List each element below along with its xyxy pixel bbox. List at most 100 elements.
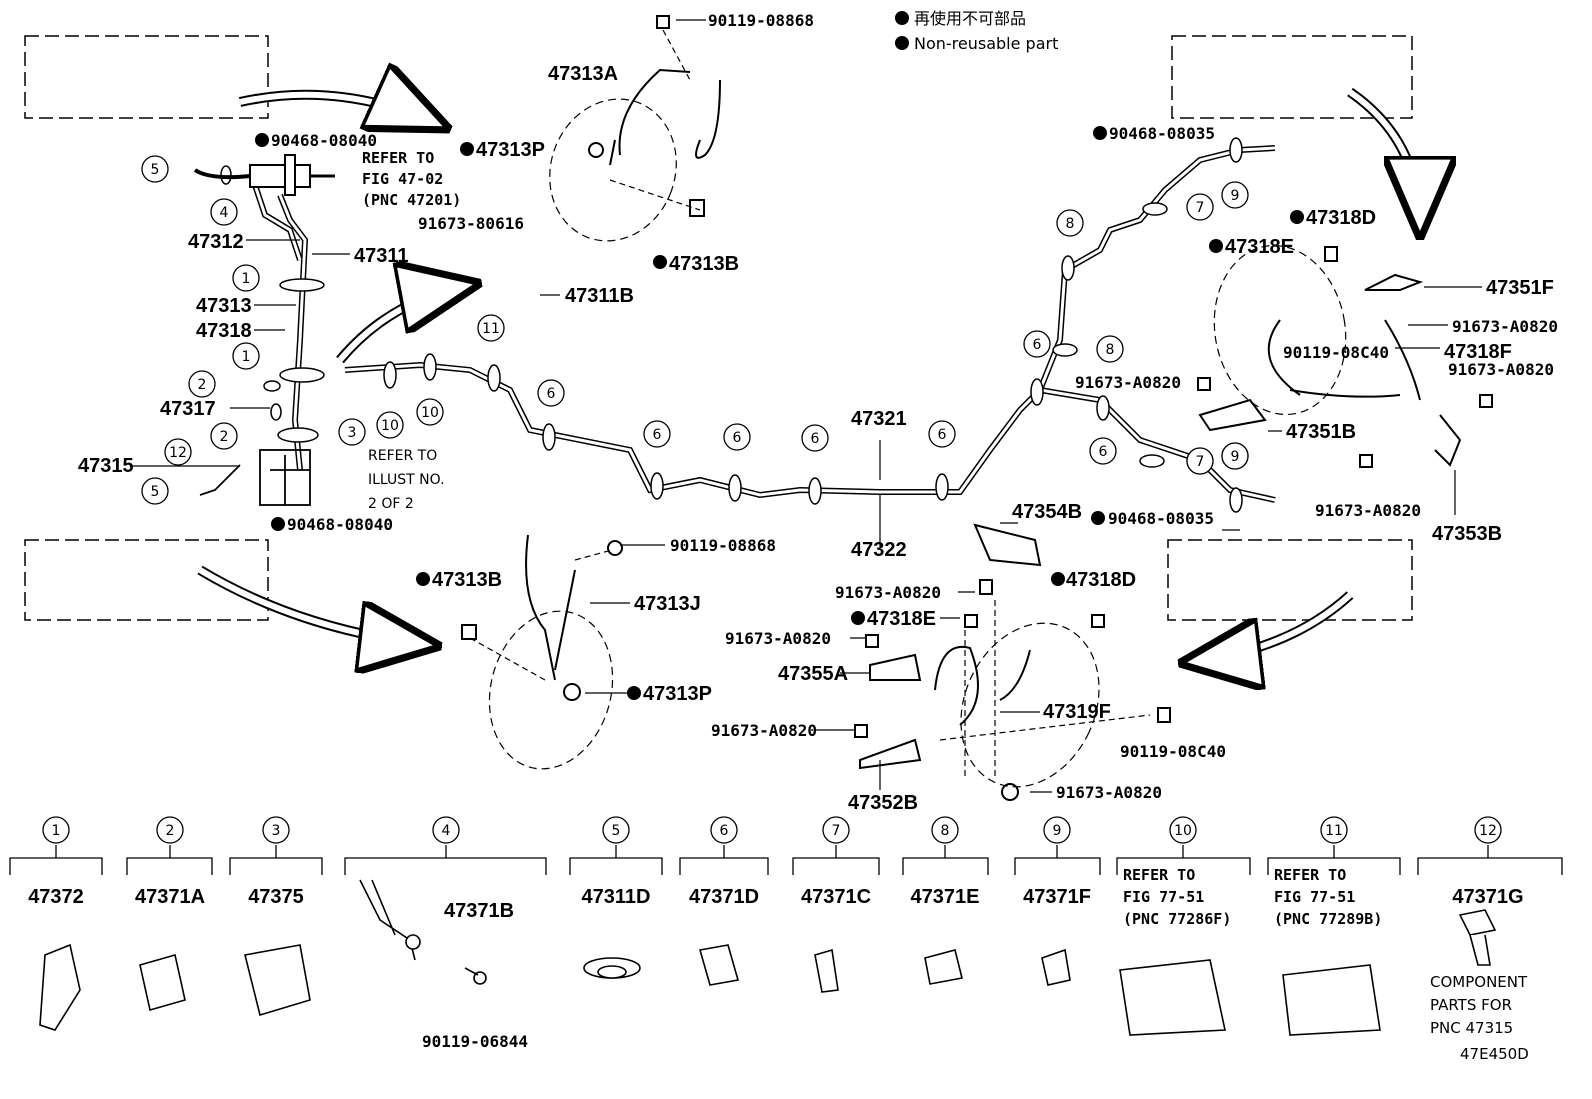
callout-7: 7 [1186,447,1214,475]
callout-number: 6 [938,427,947,443]
label-47312: 47312 [188,231,244,253]
callout-number: 10 [421,405,439,421]
callout-number: 6 [653,427,662,443]
component-part-number: 47371C [801,886,871,908]
direction-arrows [197,92,1420,662]
rear-bracket [199,449,311,506]
callout-number: 6 [1099,444,1108,460]
callout-6: 6 [723,423,751,451]
label-47354B: 47354B [1012,501,1082,523]
component-part-number: 47372 [28,886,84,908]
callout-number: 6 [811,431,820,447]
label-47351B: 47351B [1286,421,1356,443]
component-part-number: 47371E [911,886,980,908]
label-47318F: 47318F [1444,341,1512,363]
corner-boxes [24,35,1413,621]
callout-1: 1 [232,342,260,370]
label-90119-08C40-c: 90119-08C40 [1120,742,1226,761]
component-reference: REFER TO [1123,866,1195,884]
label-47352B: 47352B [848,792,918,814]
callout-11: 11 [477,314,505,342]
label-47311B: 47311B [565,285,634,307]
component-number: 10 [1174,823,1192,839]
callout-number: 2 [198,377,207,393]
component-reference: (PNC 77286F) [1123,910,1231,928]
callout-4: 4 [210,198,238,226]
label-47317: 47317 [160,398,216,420]
callout-number: 9 [1231,449,1240,465]
callout-number: 6 [733,430,742,446]
component-number: 4 [442,823,451,839]
callout-6: 6 [1023,330,1051,358]
component-part-number: 47371A [135,886,205,908]
callout-6: 6 [643,420,671,448]
callout-number: 10 [381,418,399,434]
label-47315: 47315 [78,455,134,477]
component-number: 8 [941,823,950,839]
label-91673-A0820-c1: 91673-A0820 [835,583,941,602]
label-90468-08040-top: 90468-08040 [271,131,377,150]
label-47319F: 47319F [1043,701,1111,723]
label-47318: 47318 [196,320,252,342]
label-91673-A0820-c2: 91673-A0820 [725,629,831,648]
legend-en: Non-reusable part [914,34,1058,53]
label-91673-80616: 91673-80616 [418,214,524,233]
callout-number: 6 [1033,337,1042,353]
callout-number: 12 [169,445,187,461]
label-90468-08035-top: 90468-08035 [1109,124,1215,143]
hose-detail-right [1197,246,1493,468]
component-reference: FIG 77-51 [1123,888,1204,906]
callout-number: 5 [151,162,160,178]
callout-6: 6 [537,379,565,407]
label-47313P-bot: 47313P [643,683,712,705]
callout-5: 5 [141,477,169,505]
component-number: 7 [832,823,841,839]
callout-number: 6 [547,386,556,402]
label-47313B-top: 47313B [669,253,739,275]
label-47313A: 47313A [548,63,618,85]
label-47311: 47311 [354,245,409,267]
refer-fig-line1: REFER TO [362,149,434,167]
refer-illust-line1: REFER TO [368,448,437,464]
label-90119-08868-bot: 90119-08868 [670,536,776,555]
callout-5: 5 [141,155,169,183]
label-91673-A0820-r4: 91673-A0820 [1315,501,1421,520]
label-90468-08035-bot: 90468-08035 [1108,509,1214,528]
legend-jp: 再使用不可部品 [914,9,1026,28]
component-number: 6 [720,823,729,839]
label-47351F: 47351F [1486,277,1554,299]
label-47313J: 47313J [634,593,701,615]
label-91673-A0820-c4: 91673-A0820 [1056,783,1162,802]
component-bolt-number: 90119-06844 [422,1032,528,1051]
component-reference: REFER TO [1274,866,1346,884]
label-47318E-top: 47318E [1225,236,1294,258]
component-number: 9 [1053,823,1062,839]
label-91673-A0820-c3: 91673-A0820 [711,721,817,740]
callout-6: 6 [928,420,956,448]
callout-10: 10 [376,411,404,439]
label-91673-A0820-r1: 91673-A0820 [1452,317,1558,336]
component-number: 2 [166,823,175,839]
callout-6: 6 [801,424,829,452]
label-47318D-bot: 47318D [1066,569,1136,591]
callout-number: 5 [151,484,160,500]
callout-number: 4 [220,205,229,221]
callout-number: 8 [1106,342,1115,358]
callout-12: 12 [164,438,192,466]
label-91673-A0820-r2: 91673-A0820 [1448,360,1554,379]
hose-detail-top [588,15,721,217]
label-47313: 47313 [196,295,252,317]
component-8: 8 47371E [911,816,980,908]
component-brackets [9,845,1563,875]
callout-7: 7 [1186,193,1214,221]
callout-number: 7 [1196,200,1205,216]
callout-10: 10 [416,398,444,426]
callout-number: 1 [242,271,251,287]
